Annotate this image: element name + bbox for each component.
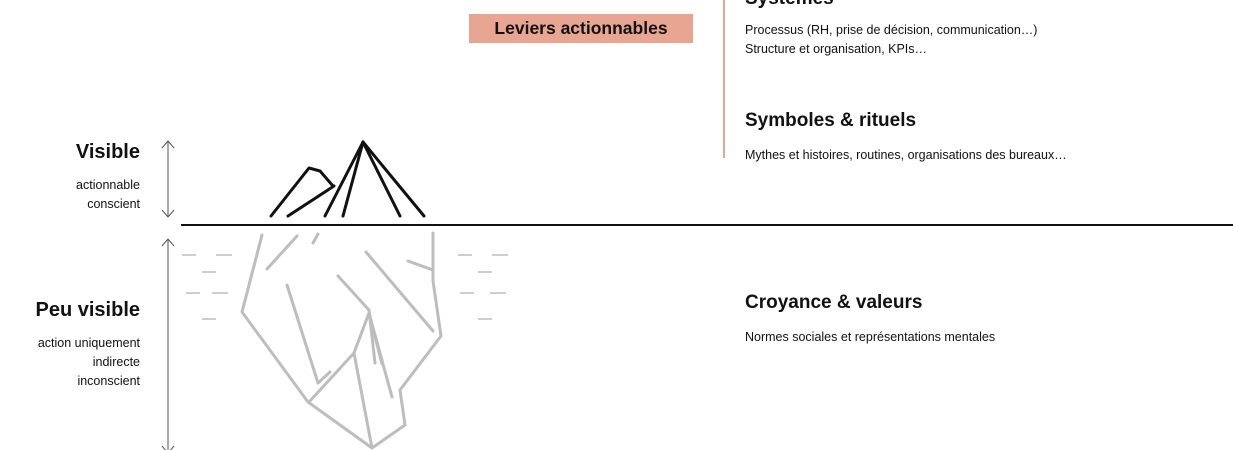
visible-title: Visible — [75, 141, 140, 163]
peu-visible-range-arrow — [161, 238, 175, 450]
peu-visible-title: Peu visible — [35, 299, 141, 321]
peu-visible-description: action uniquement indirecte inconscient — [38, 334, 140, 391]
visible-range-arrow — [161, 140, 175, 218]
beliefs-line-1: Normes sociales et représentations menta… — [745, 330, 996, 344]
iceberg-tip — [269, 140, 426, 218]
visible-description: actionnable conscient — [76, 176, 140, 214]
levers-badge: Leviers actionnables — [469, 14, 693, 43]
beliefs-title: Croyance & valeurs — [745, 292, 923, 313]
systems-line-2: Structure et organisation, KPIs… — [745, 42, 928, 56]
peu-visible-line-3: inconscient — [77, 374, 140, 388]
beliefs-description: Normes sociales et représentations menta… — [745, 328, 995, 347]
symbols-title: Symboles & rituels — [745, 110, 917, 131]
iceberg-underwater — [240, 231, 443, 450]
symbols-line-1: Mythes et histoires, routines, organisat… — [745, 148, 1067, 162]
peu-visible-line-2: indirecte — [92, 355, 140, 369]
visible-line-2: conscient — [87, 197, 140, 211]
symbols-description: Mythes et histoires, routines, organisat… — [745, 146, 1067, 165]
peu-visible-line-1: action uniquement — [37, 336, 140, 350]
visible-line-1: actionnable — [76, 178, 140, 192]
systems-description: Processus (RH, prise de décision, commun… — [745, 21, 1037, 59]
water-dashes-left — [182, 254, 232, 320]
water-dashes-right — [458, 254, 508, 320]
systems-title: Systèmes — [745, 0, 834, 10]
systems-line-1: Processus (RH, prise de décision, commun… — [745, 23, 1038, 37]
